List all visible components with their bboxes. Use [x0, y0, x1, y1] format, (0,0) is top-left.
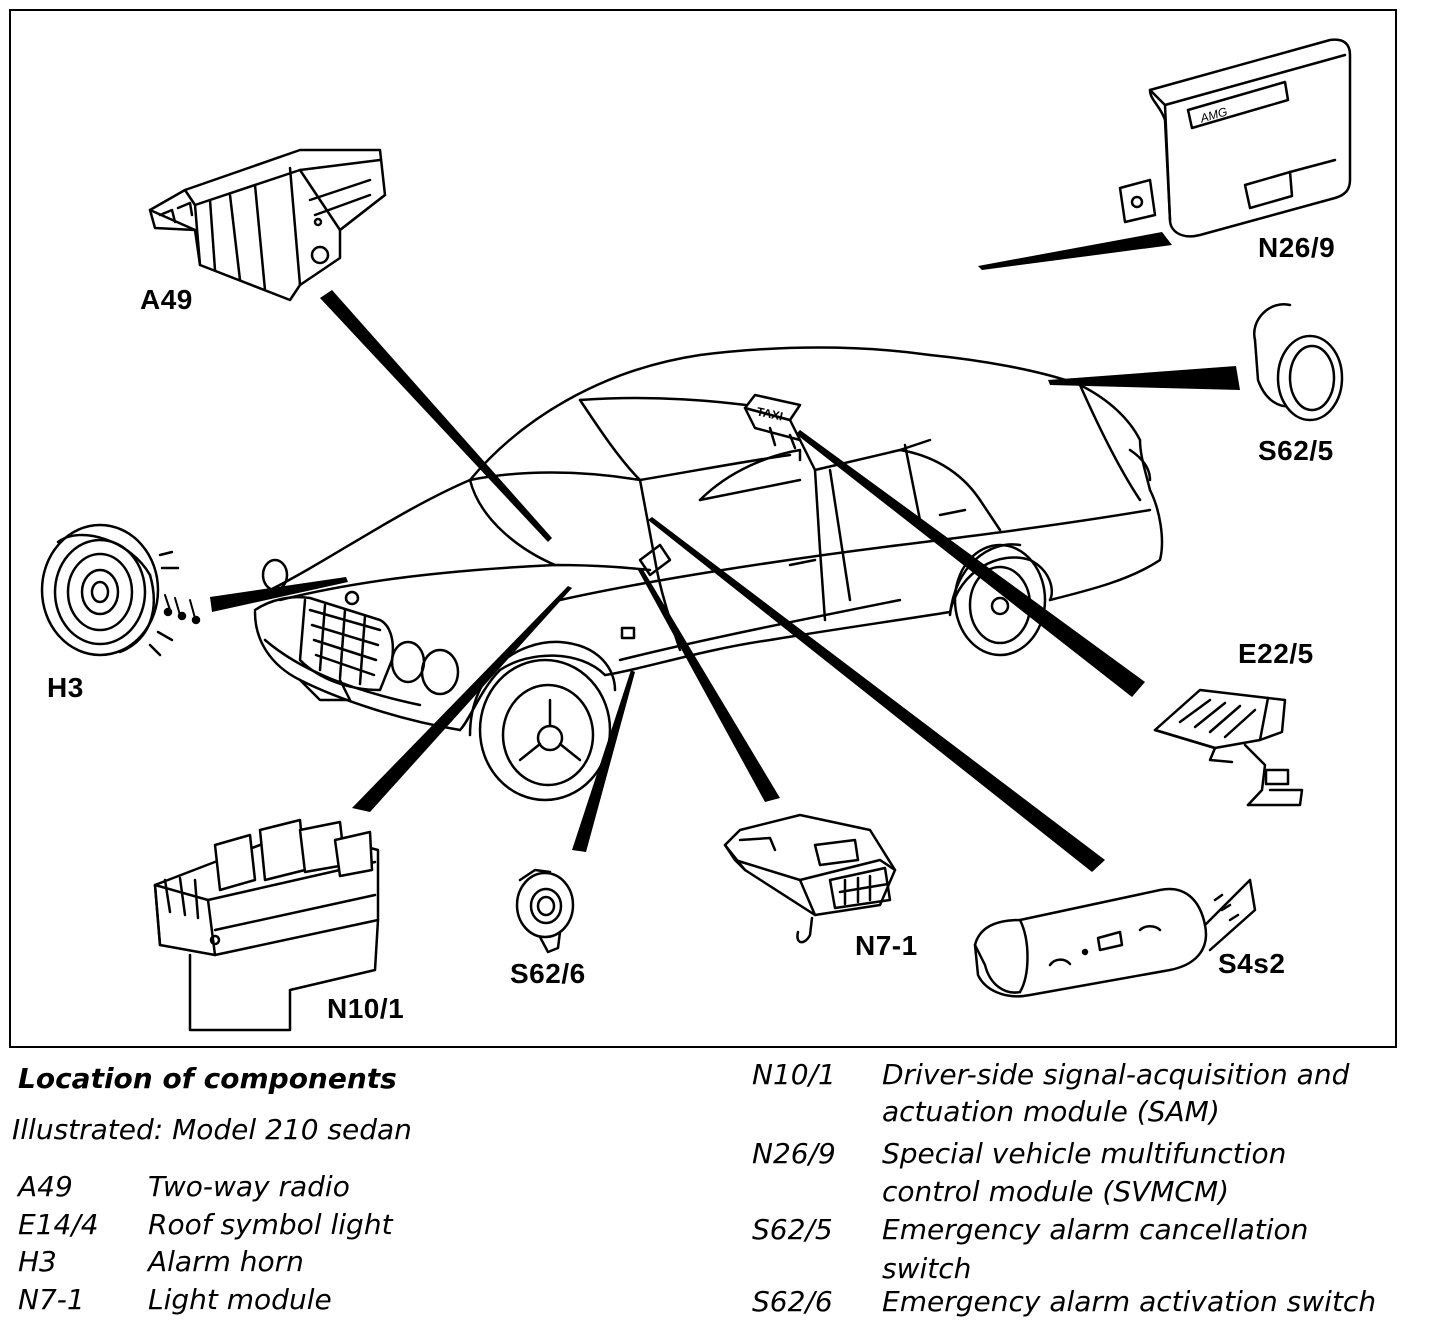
light-module-illustration: [723, 813, 897, 944]
legend-code: H3: [18, 1245, 57, 1278]
caption-title: Location of components: [18, 1062, 397, 1095]
legend-description: Light module: [148, 1283, 332, 1316]
legend-description: Emergency alarm cancellation: [882, 1213, 1309, 1246]
label-n10-1: N10/1: [327, 993, 405, 1024]
multifunction-control-module-illustration: [1118, 38, 1352, 238]
legend-description: Roof symbol light: [148, 1208, 393, 1241]
legend-code: E14/4: [18, 1208, 99, 1241]
legend-code: N26/9: [752, 1137, 836, 1170]
label-s4s2: S4s2: [1218, 948, 1286, 979]
legend-code: S62/5: [752, 1213, 833, 1246]
label-e22-5: E22/5: [1238, 638, 1314, 669]
legend-description-continued: switch: [882, 1252, 972, 1285]
label-n26-9: N26/9: [1258, 232, 1336, 263]
legend-description: Alarm horn: [148, 1245, 304, 1278]
legend-description: Special vehicle multifunction: [882, 1137, 1287, 1170]
legend-description: Emergency alarm activation switch: [882, 1285, 1377, 1318]
cancellation-switch-illustration: [1252, 302, 1344, 422]
legend-code: N7-1: [18, 1283, 85, 1316]
legend-description-continued: actuation module (SAM): [882, 1095, 1220, 1128]
alarm-horn-illustration: [40, 523, 201, 657]
taxi-sign-text: TAXI: [755, 404, 784, 423]
caption-subtitle: Illustrated: Model 210 sedan: [12, 1113, 412, 1146]
sedan-car-illustration: [253, 346, 1164, 802]
label-n7-1: N7-1: [855, 930, 918, 961]
combination-switch-illustration: [973, 878, 1257, 998]
label-s62-5: S62/5: [1258, 435, 1334, 466]
legend-code: S62/6: [752, 1285, 833, 1318]
activation-switch-illustration: [515, 868, 575, 954]
roof-symbol-light-unit-illustration: [1153, 688, 1304, 807]
two-way-radio-illustration: [148, 148, 387, 302]
sam-module-illustration: [153, 818, 380, 1032]
label-s62-6: S62/6: [510, 958, 586, 989]
legend-code: A49: [18, 1170, 73, 1203]
legend-description: Driver-side signal-acquisition and: [882, 1058, 1350, 1091]
label-h3: H3: [47, 672, 84, 703]
roof-taxi-sign-illustration: [743, 393, 802, 450]
label-a49: A49: [140, 284, 193, 315]
legend-description-continued: control module (SVMCM): [882, 1175, 1230, 1208]
figure-frame: [9, 9, 1397, 1048]
legend-description: Two-way radio: [148, 1170, 350, 1203]
legend-code: N10/1: [752, 1058, 836, 1091]
